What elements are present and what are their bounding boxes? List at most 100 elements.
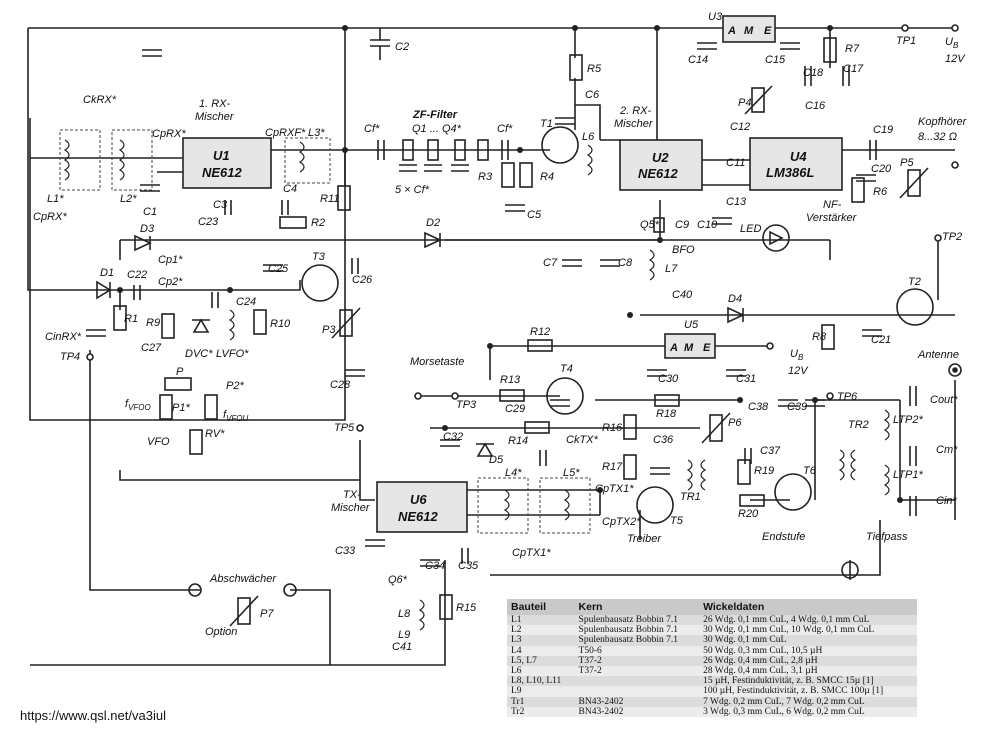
label-t1: T1 <box>540 118 553 130</box>
label-c20: C20 <box>871 163 892 175</box>
label-c18: C18 <box>803 67 824 79</box>
label-tp6: TP6 <box>837 391 858 403</box>
label-c1: C1 <box>143 206 157 218</box>
table-cell: 30 Wdg. 0,1 mm CuL, 10 Wdg. 0,1 mm CuL <box>699 625 917 636</box>
label-c38: C38 <box>748 401 769 413</box>
label-c11: C11 <box>726 157 745 169</box>
label-ckrx: CkRX* <box>83 94 117 106</box>
u5-m: M <box>684 342 694 354</box>
vfo-label: VFO <box>147 436 170 448</box>
label-l9: L9 <box>398 629 410 641</box>
label-c36: C36 <box>653 434 674 446</box>
label-c27: C27 <box>141 342 162 354</box>
label-c28: C28 <box>330 379 351 391</box>
option-label: Option <box>205 626 237 638</box>
u2-part: NE612 <box>638 166 679 181</box>
label-cm: Cm* <box>936 444 958 456</box>
ic-u6: U6 NE612 TX- Mischer <box>331 481 468 533</box>
label-cout: Cout* <box>930 394 958 406</box>
label-cptx2: CpTX2* <box>602 516 641 528</box>
label-tr1: TR1 <box>680 491 701 503</box>
label-r6: R6 <box>873 186 888 198</box>
u3-e: E <box>764 25 772 37</box>
morsetaste-label: Morsetaste <box>410 356 464 368</box>
table-cell: 28 Wdg. 0,4 mm CuL, 3,1 µH <box>699 666 917 677</box>
ub-mid-voltage: 12V <box>788 365 809 377</box>
p-label: P <box>176 366 184 378</box>
label-c9: C9 <box>675 219 689 231</box>
table-cell: T37-2 <box>574 655 700 667</box>
label-c21: C21 <box>871 334 891 346</box>
label-c37: C37 <box>760 445 781 457</box>
table-header-wickeldaten: Wickeldaten <box>699 599 917 615</box>
u6-caption-b: Mischer <box>331 502 371 514</box>
label-cp1: Cp1* <box>158 254 183 266</box>
label-t5: T5 <box>670 515 684 527</box>
label-q5: Q5* <box>640 219 660 231</box>
table-cell: BN43-2402 <box>574 706 700 718</box>
label-r3: R3 <box>478 171 493 183</box>
label-r9: R9 <box>146 317 160 329</box>
label-r8: R8 <box>812 331 827 343</box>
table-cell: L5, L7 <box>507 655 575 667</box>
label-c12: C12 <box>730 121 750 133</box>
u6-name: U6 <box>410 492 427 507</box>
tiefpass-label: Tiefpass <box>866 531 908 543</box>
label-c26: C26 <box>352 274 373 286</box>
table-cell: Spulenbausatz Bobbin 7.1 <box>574 615 700 626</box>
label-p5: P5 <box>900 157 914 169</box>
label-l6: L6 <box>582 131 595 143</box>
u1-name: U1 <box>213 148 230 163</box>
label-r4: R4 <box>540 171 554 183</box>
label-c25: C25 <box>268 263 289 275</box>
abschwaecher-label: Abschwächer <box>209 573 277 585</box>
q-range-label: Q1 ... Q4* <box>412 123 462 135</box>
label-c29: C29 <box>505 403 525 415</box>
label-cf-1: Cf* <box>364 123 380 135</box>
table-cell: BN43-2402 <box>574 696 700 707</box>
label-p7: P7 <box>260 608 274 620</box>
treiber-label: Treiber <box>627 533 662 545</box>
label-tp4: TP4 <box>60 351 80 363</box>
label-cprxf: CpRXF* <box>265 127 306 139</box>
label-d3: D3 <box>140 223 155 235</box>
label-p3: P3 <box>322 324 336 336</box>
label-r5: R5 <box>587 63 602 75</box>
label-c16: C16 <box>805 100 826 112</box>
table-cell: L4 <box>507 645 575 656</box>
label-cin: Cin* <box>936 495 958 507</box>
label-l1: L1* <box>47 193 64 205</box>
label-cptx1-1: CpTX1* <box>512 547 551 559</box>
u1-caption-b: Mischer <box>195 111 235 123</box>
label-r2: R2 <box>311 217 325 229</box>
label-r12: R12 <box>530 326 550 338</box>
ic-u3: A M E U3 <box>708 11 776 43</box>
label-q6: Q6* <box>388 574 408 586</box>
label-cktx: CkTX* <box>566 434 599 446</box>
label-c15: C15 <box>765 54 786 66</box>
label-c40: C40 <box>672 289 693 301</box>
table-cell: T50-6 <box>574 645 700 656</box>
table-cell: 100 µH, Festinduktivität, z. B. SMCC 100… <box>699 686 917 697</box>
label-cp2: Cp2* <box>158 276 183 288</box>
ic-u5: A M E U5 <box>664 319 716 359</box>
u3-name: U3 <box>708 11 723 23</box>
website-url[interactable]: https://www.qsl.net/va3iul <box>20 708 166 723</box>
table-header-bauteil: Bauteil <box>507 599 575 615</box>
label-r20: R20 <box>738 508 759 520</box>
ic-u2: U2 NE612 2. RX- Mischer <box>614 105 703 191</box>
label-l2: L2* <box>120 193 137 205</box>
bfo-label: BFO <box>672 244 695 256</box>
table-cell: L3 <box>507 635 575 646</box>
table-cell: L2 <box>507 625 575 636</box>
fvfoo-label: fVFOO <box>125 398 151 412</box>
label-cinrx: CinRX* <box>45 331 82 343</box>
label-c5: C5 <box>527 209 542 221</box>
